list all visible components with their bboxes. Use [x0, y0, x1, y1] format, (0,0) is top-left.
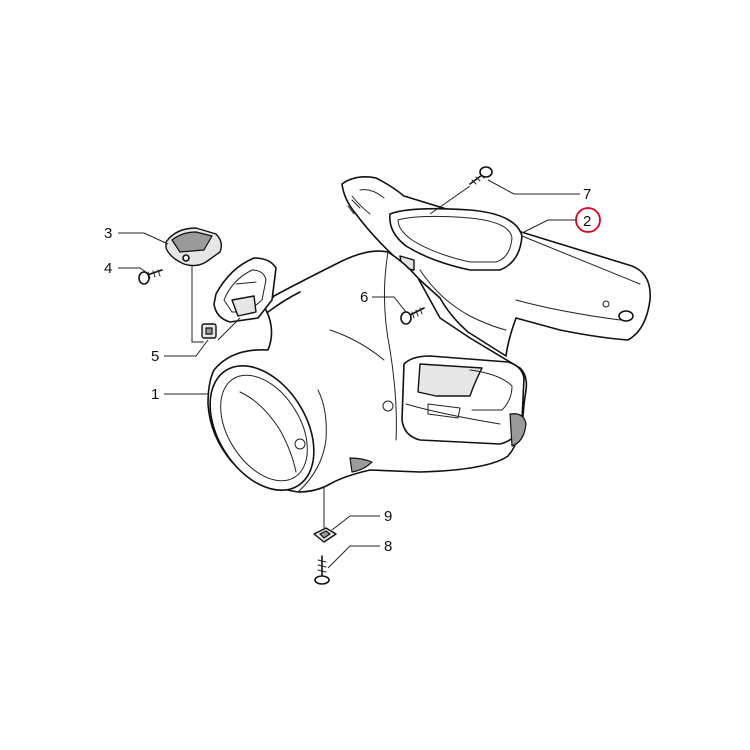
part-3-switch-cap[interactable] — [165, 227, 223, 267]
leader-7b — [429, 185, 471, 215]
callout-1: 1 — [151, 386, 159, 403]
callout-4: 4 — [104, 260, 112, 277]
callout-8: 8 — [384, 538, 392, 555]
callout-2: 2 — [583, 213, 591, 230]
part-7-screw[interactable] — [469, 166, 493, 185]
leader-5b — [191, 266, 204, 343]
part-6-screw[interactable] — [400, 307, 425, 325]
leader-lines — [118, 179, 580, 569]
callouts: 1 2 3 4 5 6 7 8 9 — [104, 186, 601, 555]
part-2-handlebar-cover[interactable] — [341, 176, 651, 357]
callout-3: 3 — [104, 225, 112, 242]
leader-5c — [217, 317, 241, 341]
part-5-clip-nut[interactable] — [201, 323, 217, 339]
callout-5: 5 — [151, 348, 159, 365]
part-8-screw[interactable] — [314, 555, 330, 585]
leader-9 — [331, 515, 380, 531]
leader-7 — [487, 179, 580, 195]
part-1-headset-body[interactable] — [189, 250, 528, 509]
callout-6: 6 — [360, 289, 368, 306]
leader-6 — [372, 296, 407, 313]
part-9-clip-nut[interactable] — [313, 527, 337, 543]
part-4-screw[interactable] — [138, 269, 163, 285]
callout-7: 7 — [583, 186, 591, 203]
leader-5 — [164, 339, 209, 357]
leader-3 — [118, 232, 169, 245]
leader-8 — [327, 545, 380, 569]
leader-2 — [523, 219, 576, 233]
callout-2-highlight-ring — [575, 207, 601, 233]
leader-4 — [118, 267, 147, 273]
callout-9: 9 — [384, 508, 392, 525]
